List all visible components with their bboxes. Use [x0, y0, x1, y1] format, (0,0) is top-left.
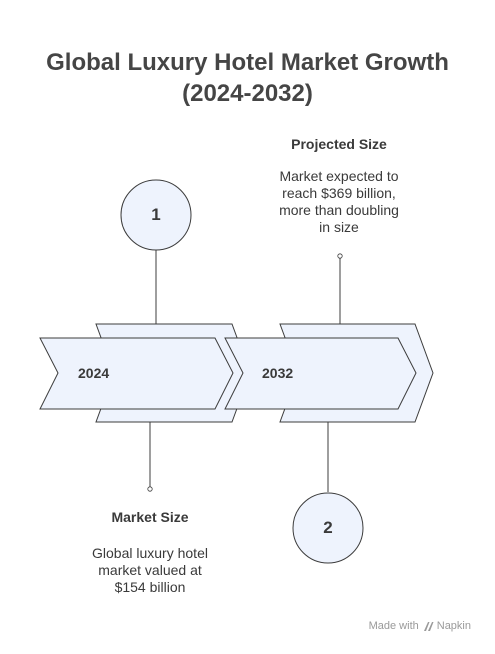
made-with-footer: Made with Napkin	[369, 620, 471, 632]
chevron-front-1	[39, 337, 234, 410]
milestone-heading-projected-size: Projected Size	[291, 136, 387, 152]
anchor-dot-1	[147, 486, 153, 492]
step-circle-2	[292, 492, 364, 564]
brand-name: Napkin	[436, 620, 471, 632]
title-line-1: Global Luxury Hotel Market Growth	[46, 49, 449, 76]
milestone-heading-market-size: Market Size	[111, 509, 189, 525]
chevron-front-2	[224, 337, 417, 410]
step-number-2: 2	[323, 518, 333, 537]
description-line: market valued at	[98, 562, 202, 578]
step-number-1: 1	[151, 205, 161, 224]
made-with-text: Made with	[368, 620, 419, 632]
description-line: $154 billion	[114, 579, 186, 595]
description-line: more than doubling	[279, 202, 399, 218]
description-line: in size	[319, 219, 359, 235]
year-label-2032: 2032	[262, 365, 294, 381]
description-line: Global luxury hotel	[92, 545, 208, 561]
description-line: Market expected to	[279, 168, 399, 184]
anchor-dot-2	[337, 253, 343, 259]
milestone-description-projected-size: Market expected to reach $369 billion, m…	[239, 168, 439, 236]
year-label-2024: 2024	[78, 365, 110, 381]
step-circle-1	[120, 179, 192, 251]
diagram-title: Global Luxury Hotel Market Growth (2024-…	[0, 47, 495, 109]
milestone-description-market-size: Global luxury hotel market valued at $15…	[50, 545, 250, 596]
brand: Napkin	[423, 620, 471, 632]
title-line-2: (2024-2032)	[182, 80, 313, 107]
description-line: reach $369 billion,	[282, 185, 396, 201]
napkin-logo-icon	[423, 621, 434, 631]
